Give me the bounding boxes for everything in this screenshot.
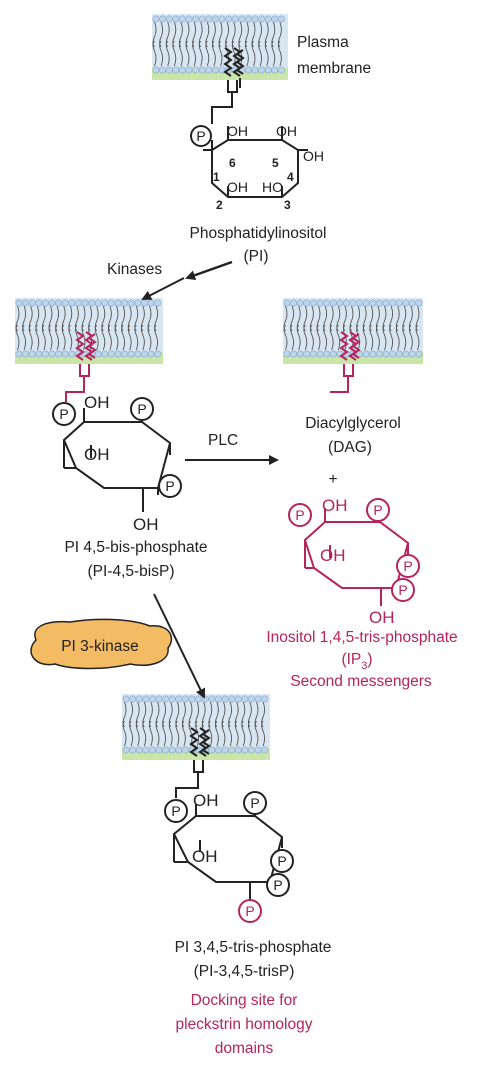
ip3-name-line2: (IP3) — [341, 651, 372, 672]
pi-oh-c5: OH — [276, 123, 297, 139]
pip3-molecule — [164, 727, 294, 900]
pip3-phosphate-p4a: P — [277, 853, 286, 869]
pip3-oh-c2: OH — [192, 847, 218, 866]
ip3-name-base: (IP — [341, 651, 361, 668]
pi3-kinase-arrow — [153, 593, 206, 699]
ip3-molecule — [288, 498, 420, 606]
pi3-kinase-enzyme-blob — [30, 618, 173, 670]
plasma-membrane-label-line1: Plasma — [297, 34, 349, 51]
pip2-oh-c2: OH — [84, 445, 110, 464]
plasma-membrane-pip3 — [122, 694, 270, 760]
ip3-oh-c2: OH — [320, 546, 346, 565]
kinases-arrow-short — [185, 260, 233, 281]
plc-label: PLC — [208, 432, 238, 449]
kinases-arrow — [141, 277, 185, 300]
pip2-oh-c3: OH — [133, 515, 159, 534]
dag-name-line1: Diacylglycerol — [305, 415, 401, 432]
pip2-name-line2: (PI-4,5-bisP) — [88, 563, 175, 580]
plus-sign: + — [328, 471, 337, 488]
ip3-phosphate-p5: P — [373, 502, 382, 518]
pip3-phosphate-p4b: P — [273, 877, 282, 893]
pi-molecule — [190, 47, 308, 198]
ring-number-4: 4 — [287, 170, 294, 184]
pip2-oh-c6: OH — [84, 393, 110, 412]
ip3-phosphate-p3: P — [398, 582, 407, 598]
docking-label-line2: pleckstrin homology — [176, 1016, 313, 1033]
dag-name-line2: (DAG) — [328, 439, 372, 456]
pip3-phosphate-p5: P — [250, 795, 259, 811]
pip2-phosphate-p5: P — [137, 401, 146, 417]
docking-label-line1: Docking site for — [191, 992, 298, 1009]
ring-number-1: 1 — [213, 170, 220, 184]
ring-number-5: 5 — [272, 156, 279, 170]
kinases-label: Kinases — [107, 261, 162, 278]
ip3-name-line1: Inositol 1,4,5-tris-phosphate — [266, 629, 457, 646]
pip2-molecule — [52, 331, 182, 512]
ip3-name-sub: 3 — [361, 660, 367, 672]
pi-oh-c4-top: OH — [303, 148, 324, 164]
ring-number-2: 2 — [216, 198, 223, 212]
ip3-name-end: ) — [367, 651, 372, 668]
pip3-oh-c6: OH — [193, 791, 219, 810]
pip2-phosphate-p1: P — [59, 406, 68, 422]
ip3-role-label: Second messengers — [290, 673, 432, 690]
pip2-phosphate-p4: P — [165, 478, 174, 494]
pip2-name-line1: PI 4,5-bis-phosphate — [64, 539, 207, 556]
pip3-name-line2: (PI-3,4,5-trisP) — [194, 963, 295, 980]
ring-number-6: 6 — [229, 156, 236, 170]
pi-name-line2: (PI) — [244, 248, 269, 265]
docking-label-line3: domains — [215, 1040, 274, 1057]
pi3-kinase-label: PI 3-kinase — [61, 638, 139, 655]
pip3-phosphate-3-circle — [238, 899, 262, 923]
ip3-oh-c6: OH — [322, 496, 348, 515]
plasma-membrane-label-line2: membrane — [297, 60, 371, 77]
ip3-oh-c3: OH — [369, 608, 395, 627]
pi-oh-c6: OH — [227, 123, 248, 139]
pip3-phosphate-p3: P — [245, 903, 254, 919]
ring-number-3: 3 — [284, 198, 291, 212]
pi-name-line1: Phosphatidylinositol — [189, 225, 326, 242]
pip3-phosphate-p1: P — [171, 803, 180, 819]
plasma-membrane-pi — [152, 14, 288, 80]
ip3-phosphate-p4: P — [403, 558, 412, 574]
pi-phosphate-p: P — [196, 128, 205, 144]
dag-molecule — [330, 331, 361, 393]
pip3-name-line1: PI 3,4,5-tris-phosphate — [175, 939, 332, 956]
ip3-phosphate-p1: P — [295, 507, 304, 523]
pi-ho-c3: HO — [262, 179, 283, 195]
pi-oh-c1: OH — [227, 179, 248, 195]
